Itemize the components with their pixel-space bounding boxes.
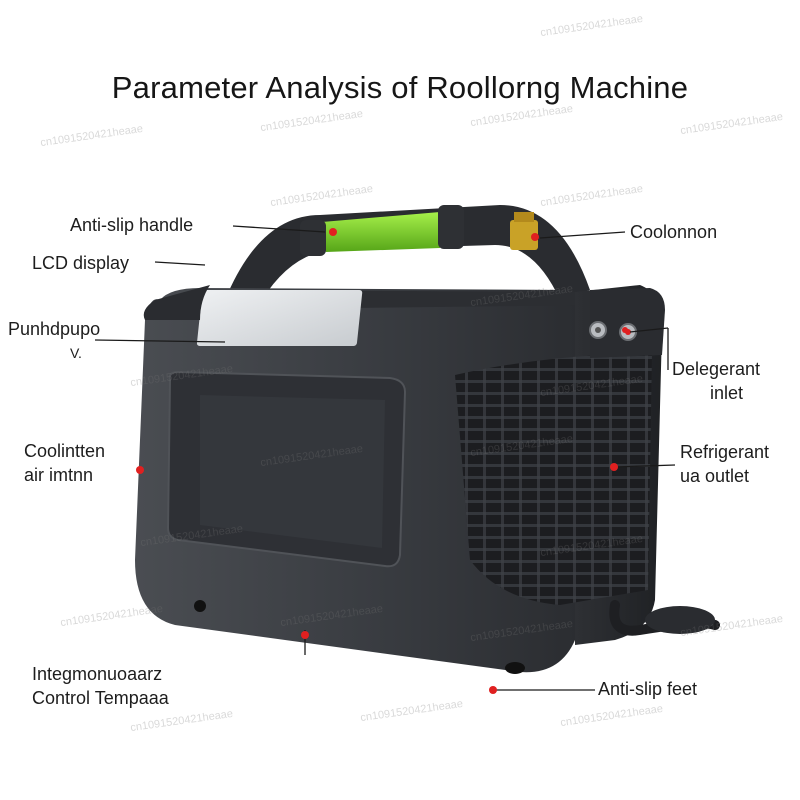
foot-right [505, 662, 525, 674]
label-integrated-control-line2: Control Tempaaa [32, 688, 169, 708]
label-cooling-air-intake-line2: air imtnn [24, 465, 94, 485]
diagram-title: Parameter Analysis of Roollorng Machine [111, 70, 689, 105]
label-refrigerant-inlet-line2: inlet [710, 383, 744, 403]
label-lcd-display: LCD display [32, 253, 130, 273]
label-cooling-air-intake-line1: Coolintten [24, 441, 106, 461]
leader-lines [94, 225, 676, 691]
label-anti-slip-feet: Anti-slip feet [598, 679, 698, 699]
label-pushbutton-line2: V. [70, 345, 82, 361]
label-integrated-control-line1: Integmonuoaarz [32, 664, 163, 684]
label-refrigerant-inlet-line1: Delegerant [672, 359, 761, 379]
handle-grip [319, 212, 445, 252]
label-cool-outlet: Coolonnon [630, 222, 718, 242]
lcd-screen [196, 290, 363, 346]
label-refrigerant-outlet-line1: Refrigerant [680, 442, 770, 462]
red-markers [136, 228, 628, 694]
label-refrigerant-outlet-line2: ua outlet [680, 466, 750, 486]
foot-left [194, 600, 206, 612]
label-pushbutton: Punhdpupo [8, 319, 101, 339]
label-anti-slip-handle: Anti-slip handle [70, 215, 194, 235]
cool-outlet-valve [510, 220, 538, 250]
